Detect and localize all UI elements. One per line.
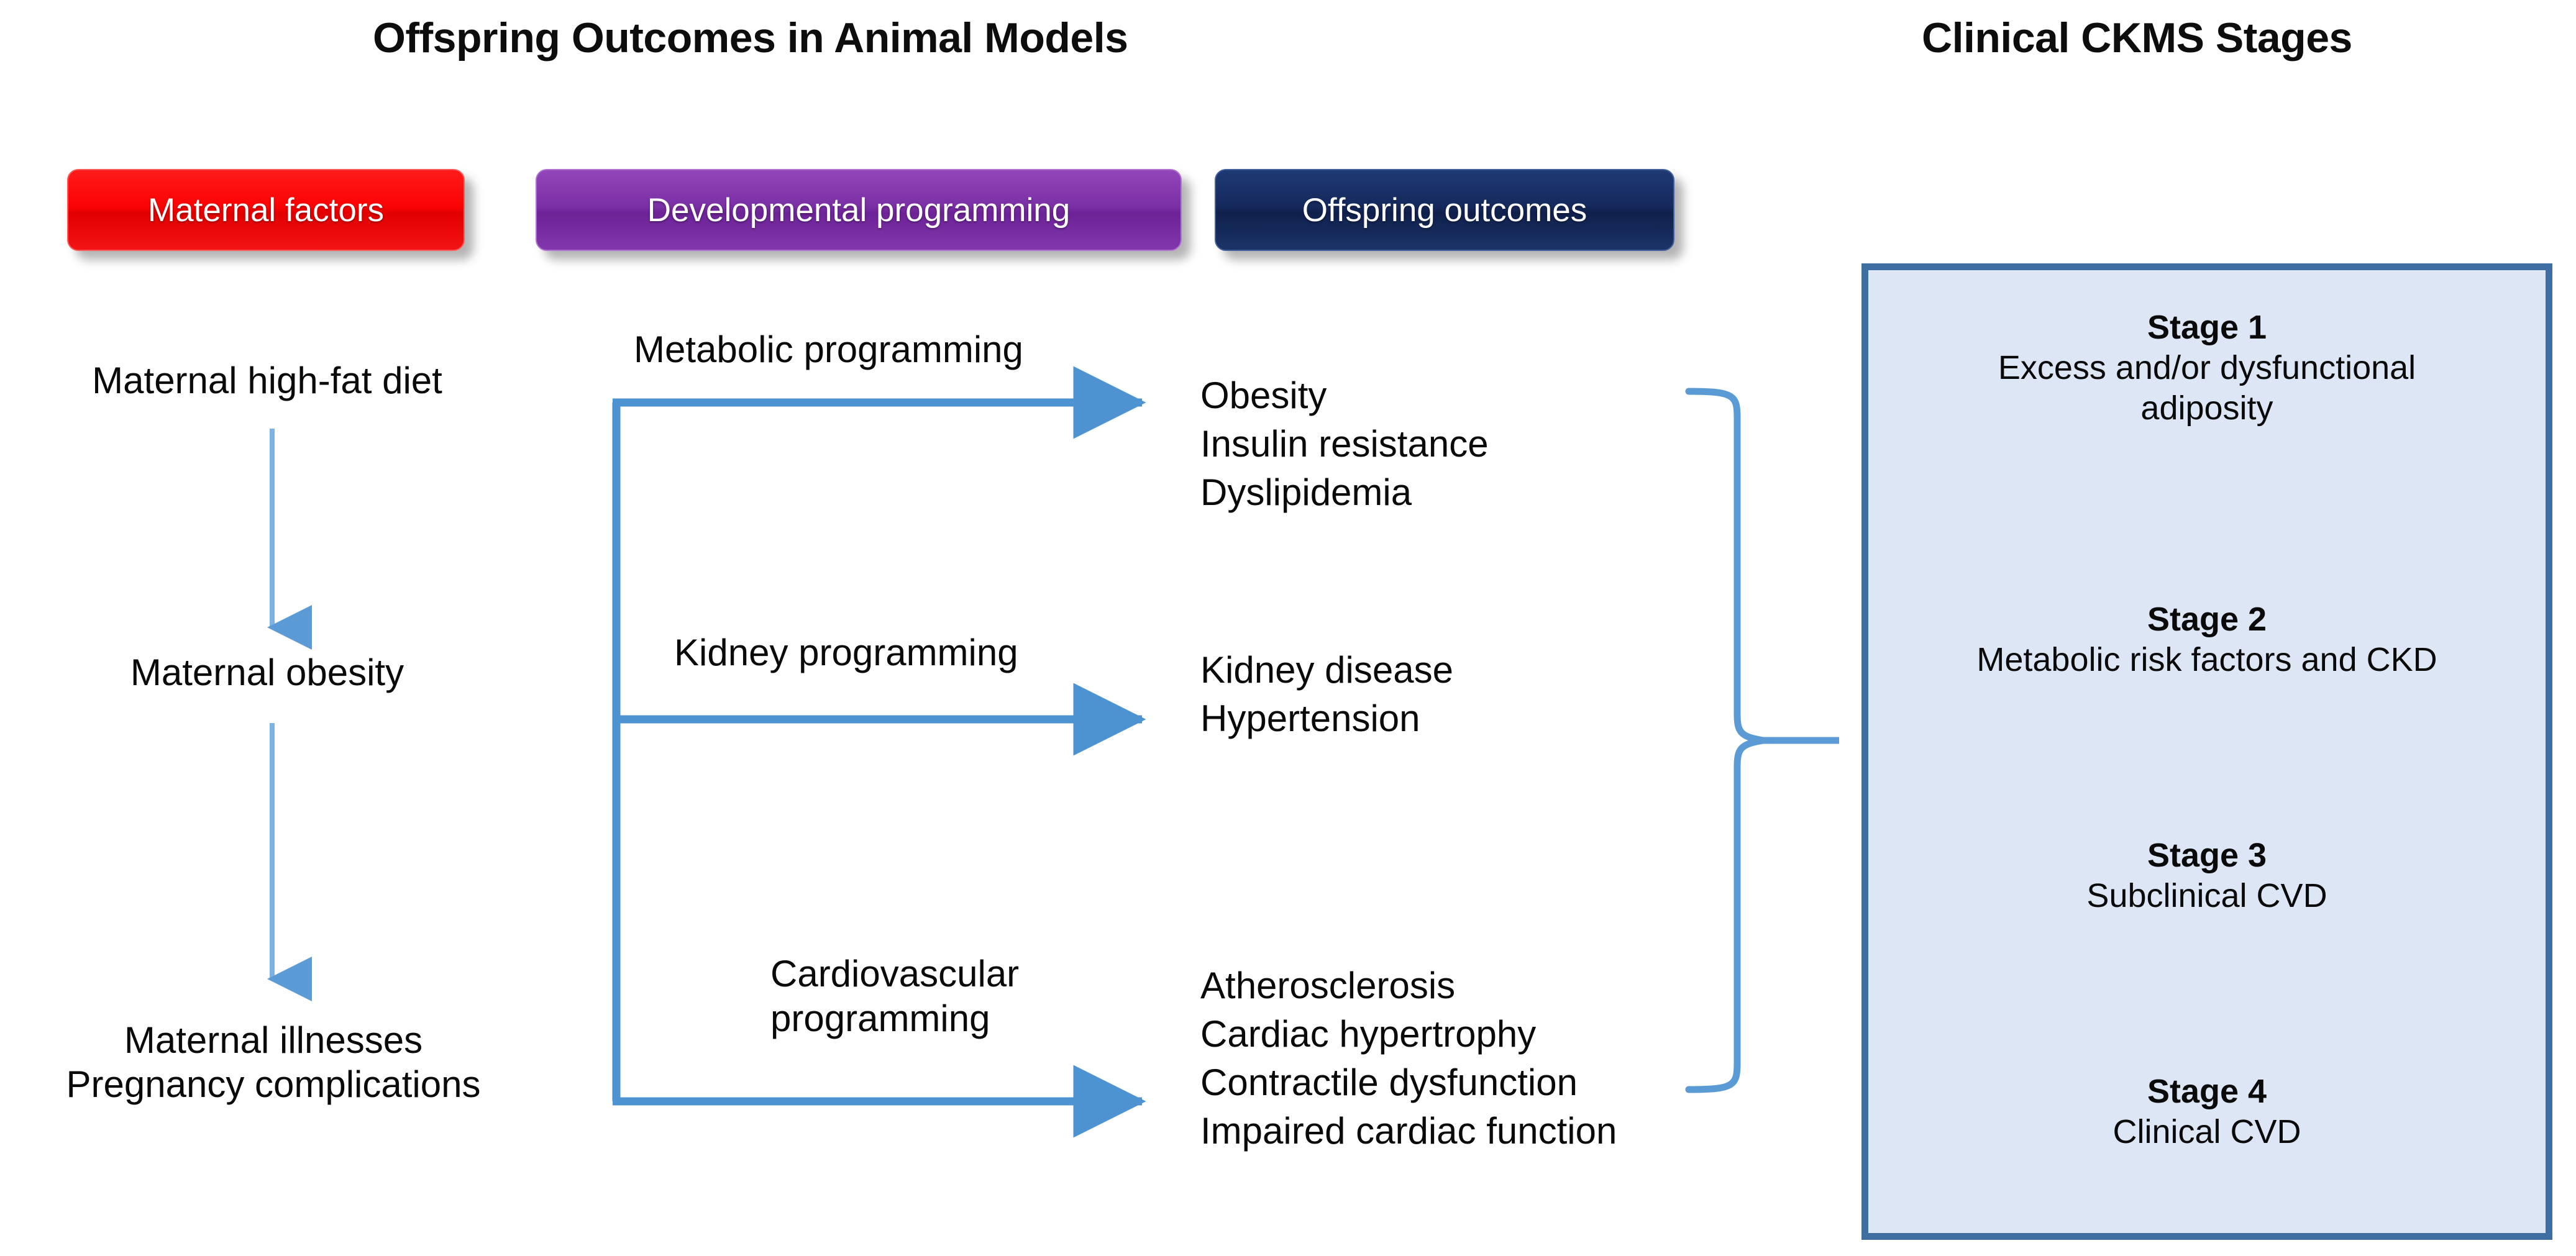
outcome-item-obesity: Obesity [1200,375,1327,416]
legend-pill-offspring-outcomes-label: Offspring outcomes [1302,191,1587,229]
outcome-group-cardiovascular: Atherosclerosis Cardiac hypertrophy Cont… [1200,962,1617,1155]
legend-pill-maternal-factors[interactable]: Maternal factors [67,169,465,251]
outcome-item-atherosclerosis: Atherosclerosis [1200,965,1456,1006]
ckms-stage-1-title: Stage 1 [2147,309,2267,346]
ckms-stage-2: Stage 2 Metabolic risk factors and CKD [1868,599,2546,680]
legend-pill-offspring-outcomes[interactable]: Offspring outcomes [1215,169,1674,251]
maternal-node-illnesses-complications: Maternal illnesses Pregnancy complicatio… [19,1019,528,1107]
page-title-right: Clinical CKMS Stages [1922,14,2352,61]
outcome-item-contractile-dysfunction: Contractile dysfunction [1200,1062,1578,1103]
outcome-group-metabolic: Obesity Insulin resistance Dyslipidemia [1200,371,1489,517]
page-title-left: Offspring Outcomes in Animal Models [373,14,1128,61]
outcomes-grouping-brace [1685,388,1764,1093]
ckms-stage-2-title: Stage 2 [2147,601,2267,638]
legend-pill-developmental-programming[interactable]: Developmental programming [536,169,1182,251]
ckms-stage-1-desc-line2: adiposity [2140,389,2273,427]
outcome-item-kidney-disease: Kidney disease [1200,649,1453,691]
ckms-stage-4-desc: Clinical CVD [2112,1113,2301,1150]
ckms-stage-4-title: Stage 4 [2147,1073,2267,1110]
outcome-item-dyslipidemia: Dyslipidemia [1200,471,1412,513]
maternal-node-high-fat-diet: Maternal high-fat diet [92,360,442,401]
programming-label-cardiovascular-line2: programming [770,998,990,1039]
maternal-node-illnesses-line1: Maternal illnesses [124,1019,423,1061]
outcome-item-impaired-cardiac-function: Impaired cardiac function [1200,1110,1617,1152]
ckms-stage-2-desc: Metabolic risk factors and CKD [1976,640,2437,678]
ckms-stage-1-desc-line1: Excess and/or dysfunctional [1998,348,2416,386]
programming-label-cardiovascular-line1: Cardiovascular [770,953,1020,994]
legend-pill-maternal-factors-label: Maternal factors [148,191,384,229]
programming-label-kidney: Kidney programming [674,632,1018,673]
legend-pill-developmental-programming-label: Developmental programming [647,191,1071,229]
outcome-group-kidney: Kidney disease Hypertension [1200,646,1453,743]
programming-label-cardiovascular: Cardiovascular programming [770,952,1118,1041]
maternal-node-obesity: Maternal obesity [130,652,404,693]
ckms-stage-1: Stage 1 Excess and/or dysfunctional adip… [1868,307,2546,428]
ckms-stage-4: Stage 4 Clinical CVD [1868,1072,2546,1152]
maternal-node-illnesses-line2: Pregnancy complications [66,1063,481,1105]
outcome-item-insulin-resistance: Insulin resistance [1200,423,1489,465]
ckms-stage-3-title: Stage 3 [2147,837,2267,874]
outcome-item-hypertension: Hypertension [1200,698,1420,739]
programming-label-metabolic: Metabolic programming [634,329,1023,370]
ckms-stage-3: Stage 3 Subclinical CVD [1868,835,2546,916]
ckms-stages-panel: Stage 1 Excess and/or dysfunctional adip… [1861,263,2552,1240]
outcome-item-cardiac-hypertrophy: Cardiac hypertrophy [1200,1013,1537,1055]
ckms-stage-3-desc: Subclinical CVD [2086,876,2327,914]
